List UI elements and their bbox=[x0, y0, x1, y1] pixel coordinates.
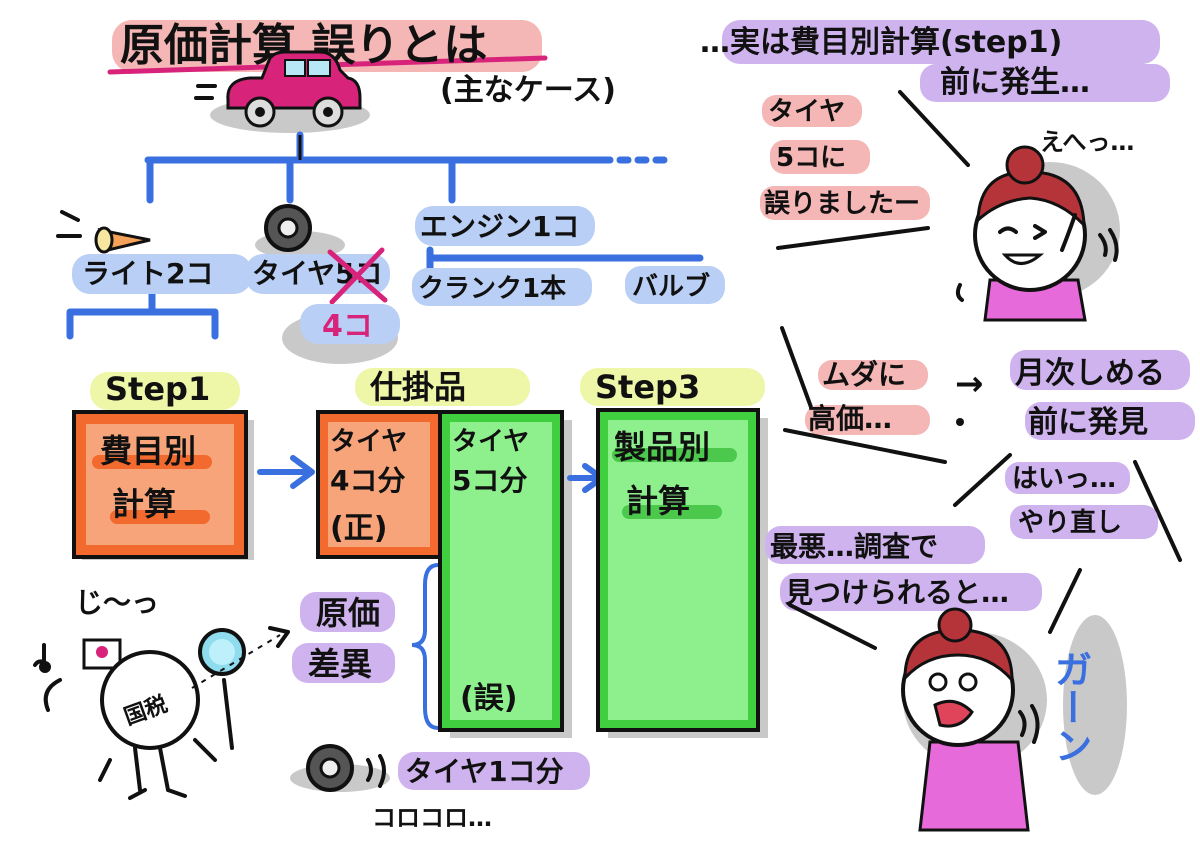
variance-line2: 差異 bbox=[308, 645, 372, 683]
step1-box-line1: 費目別 bbox=[100, 432, 196, 470]
tire-part: タイヤ5コ 4コ bbox=[245, 204, 400, 364]
rolling-tire: タイヤ1コ分 コロコロ… bbox=[290, 744, 590, 832]
variance-label: 原価 差異 bbox=[292, 592, 395, 683]
monthly-line2: 前に発見 bbox=[1028, 405, 1148, 440]
arrow-step1-wip bbox=[257, 455, 315, 489]
step3-label: Step3 bbox=[595, 368, 700, 406]
girl-shocked: ガーン bbox=[901, 607, 1127, 832]
car-icon bbox=[194, 50, 370, 133]
tire-roll-line1: タイヤ1コ分 bbox=[405, 755, 564, 788]
wip-left-line1: タイヤ bbox=[330, 427, 407, 457]
tire-roll-line2: コロコロ… bbox=[372, 804, 492, 832]
variance-line1: 原価 bbox=[316, 594, 380, 632]
step3-box-line1: 製品別 bbox=[614, 428, 710, 466]
hai-line2: やり直し bbox=[1018, 508, 1122, 538]
crank-label: クランク1本 bbox=[418, 274, 566, 304]
engine-part: エンジン1コ クランク1本 バルブ bbox=[412, 206, 725, 306]
light-part: ライト2コ bbox=[56, 210, 252, 294]
muda-line1: ムダに bbox=[822, 358, 906, 391]
parts-tree bbox=[66, 131, 704, 340]
wip-label: 仕掛品 bbox=[370, 368, 466, 406]
girl1-speech-line1: タイヤ bbox=[768, 97, 845, 127]
girl-happy: タイヤ 5コに 誤りましたー えへっ… bbox=[760, 90, 1134, 322]
wip-left-line2: 4コ分 bbox=[330, 464, 405, 497]
wip-left-line3: (正) bbox=[330, 511, 387, 546]
wip-right-line1: タイヤ bbox=[452, 427, 529, 457]
monthly-line1: 月次しめる bbox=[1015, 356, 1165, 391]
top-note: …実は費目別計算(step1) 前に発生… bbox=[700, 20, 1170, 102]
light-label: ライト2コ bbox=[82, 257, 213, 290]
step3-box-line2: 計算 bbox=[626, 482, 690, 520]
top-note-line1: …実は費目別計算(step1) bbox=[700, 25, 1062, 60]
cross-mark-icon bbox=[327, 247, 388, 305]
step1-box-line2: 計算 bbox=[112, 485, 176, 523]
step1-label: Step1 bbox=[105, 370, 210, 408]
wip-right-line2: 5コ分 bbox=[452, 464, 527, 497]
valve-label: バルブ bbox=[632, 271, 710, 302]
muda-line2: 高価… bbox=[808, 402, 892, 435]
girl1-exclaim: えへっ… bbox=[1040, 128, 1134, 156]
top-note-line2: 前に発生… bbox=[940, 65, 1090, 100]
step3-block: Step3 製品別 計算 bbox=[580, 368, 768, 738]
wip-right-line3: (誤) bbox=[460, 681, 517, 716]
wip-block: 仕掛品 タイヤ 4コ分 (正) タイヤ 5コ分 (誤) bbox=[316, 368, 572, 738]
girl1-speech-line3: 誤りましたー bbox=[764, 188, 920, 219]
page-subtitle: (主なケース) bbox=[440, 73, 616, 108]
right-notes: ムダに 高価… → 月次しめる 前に発見 はいっ… やり直し 最悪…調査で 見つ… bbox=[765, 326, 1195, 650]
gaan-label: ガーン bbox=[1048, 650, 1092, 764]
worst-line2: 見つけられると… bbox=[785, 576, 1009, 609]
arrow-label: → bbox=[955, 364, 984, 404]
worst-line1: 最悪…調査で bbox=[770, 530, 938, 563]
jii-label: じ〜っ bbox=[75, 586, 159, 619]
tire-fix-label: 4コ bbox=[322, 309, 373, 344]
hai-line1: はいっ… bbox=[1012, 464, 1116, 494]
step1-block: Step1 費目別 計算 bbox=[72, 370, 254, 560]
tax-inspector: じ〜っ 国税 bbox=[33, 586, 290, 800]
engine-label: エンジン1コ bbox=[420, 210, 579, 243]
tire-label: タイヤ5コ bbox=[252, 257, 383, 290]
title-group: 原価計算 誤りとは (主なケース) bbox=[107, 20, 616, 108]
girl1-speech-line2: 5コに bbox=[776, 143, 846, 173]
